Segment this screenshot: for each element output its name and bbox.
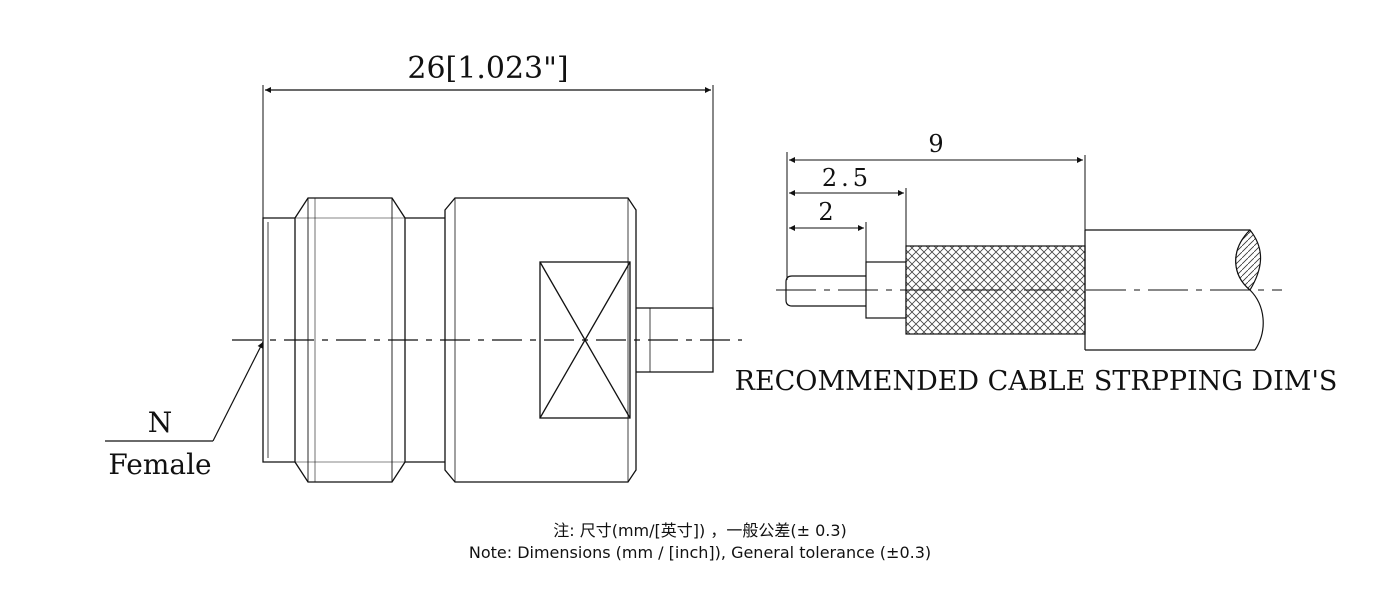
cable-strip-caption: RECOMMENDED CABLE STRPPING DIM'S [735, 366, 1338, 397]
overall-length-dimension [262, 85, 714, 310]
leader-line [212, 341, 264, 442]
cable-jacket [1084, 229, 1255, 351]
connector-gender-label: Female [108, 448, 211, 481]
strip-dim-9: 9 [928, 130, 943, 158]
jacket-section [1235, 229, 1262, 291]
strip-dim-2: 2 [818, 198, 833, 226]
strip-dimensions [786, 152, 1086, 280]
front-face [262, 217, 295, 463]
strip-dim-25: 2.5 [822, 164, 872, 192]
crimp-window [539, 261, 631, 419]
center-conductor [785, 275, 866, 307]
connector-body [262, 197, 714, 483]
note-chinese: 注: 尺寸(mm/[英寸]) ，一般公差(± 0.3) [553, 521, 847, 540]
neck [405, 217, 445, 463]
rear-body [444, 197, 637, 483]
overall-length-label: 26[1.023"] [407, 51, 568, 86]
type-leader [105, 341, 264, 442]
notes-block: 注: 尺寸(mm/[英寸]) ，一般公差(± 0.3) Note: Dimens… [0, 520, 1400, 564]
connector-type-label: N [148, 406, 173, 439]
note-english: Note: Dimensions (mm / [inch]), General … [468, 543, 932, 562]
